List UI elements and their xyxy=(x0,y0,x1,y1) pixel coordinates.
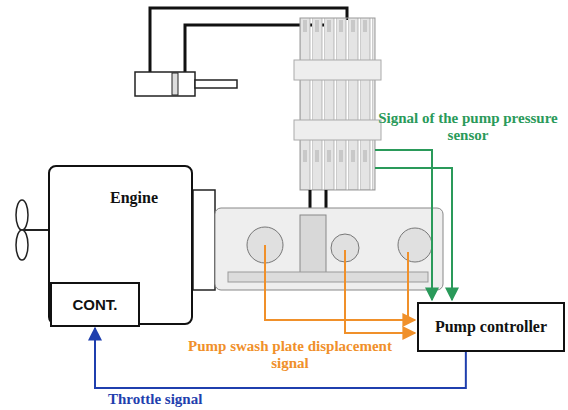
signal-label: Pump swash plate displacement signal xyxy=(170,338,410,372)
signal-label: Signal of the pump pressure sensor xyxy=(378,110,558,144)
signal-wire xyxy=(407,252,409,320)
signal-connector xyxy=(95,328,466,388)
node-text: Engine xyxy=(110,189,158,207)
signal-label: Throttle signal xyxy=(108,391,202,408)
hydraulic-cylinder xyxy=(135,72,237,96)
hose xyxy=(310,190,326,208)
engine-controller: CONT. xyxy=(50,282,140,327)
engine-block: EngineCONT. xyxy=(48,165,193,325)
signal-wire xyxy=(375,150,432,300)
signal-wire xyxy=(375,168,452,300)
control-valve xyxy=(294,18,381,190)
node-text: CONT. xyxy=(73,296,118,313)
pump-controller: Pump controller xyxy=(417,302,565,352)
fan xyxy=(16,200,48,260)
node-text: Pump controller xyxy=(435,318,547,336)
flywheel-housing xyxy=(193,190,215,290)
signal-wire xyxy=(345,250,415,333)
signal-wire xyxy=(265,245,415,320)
